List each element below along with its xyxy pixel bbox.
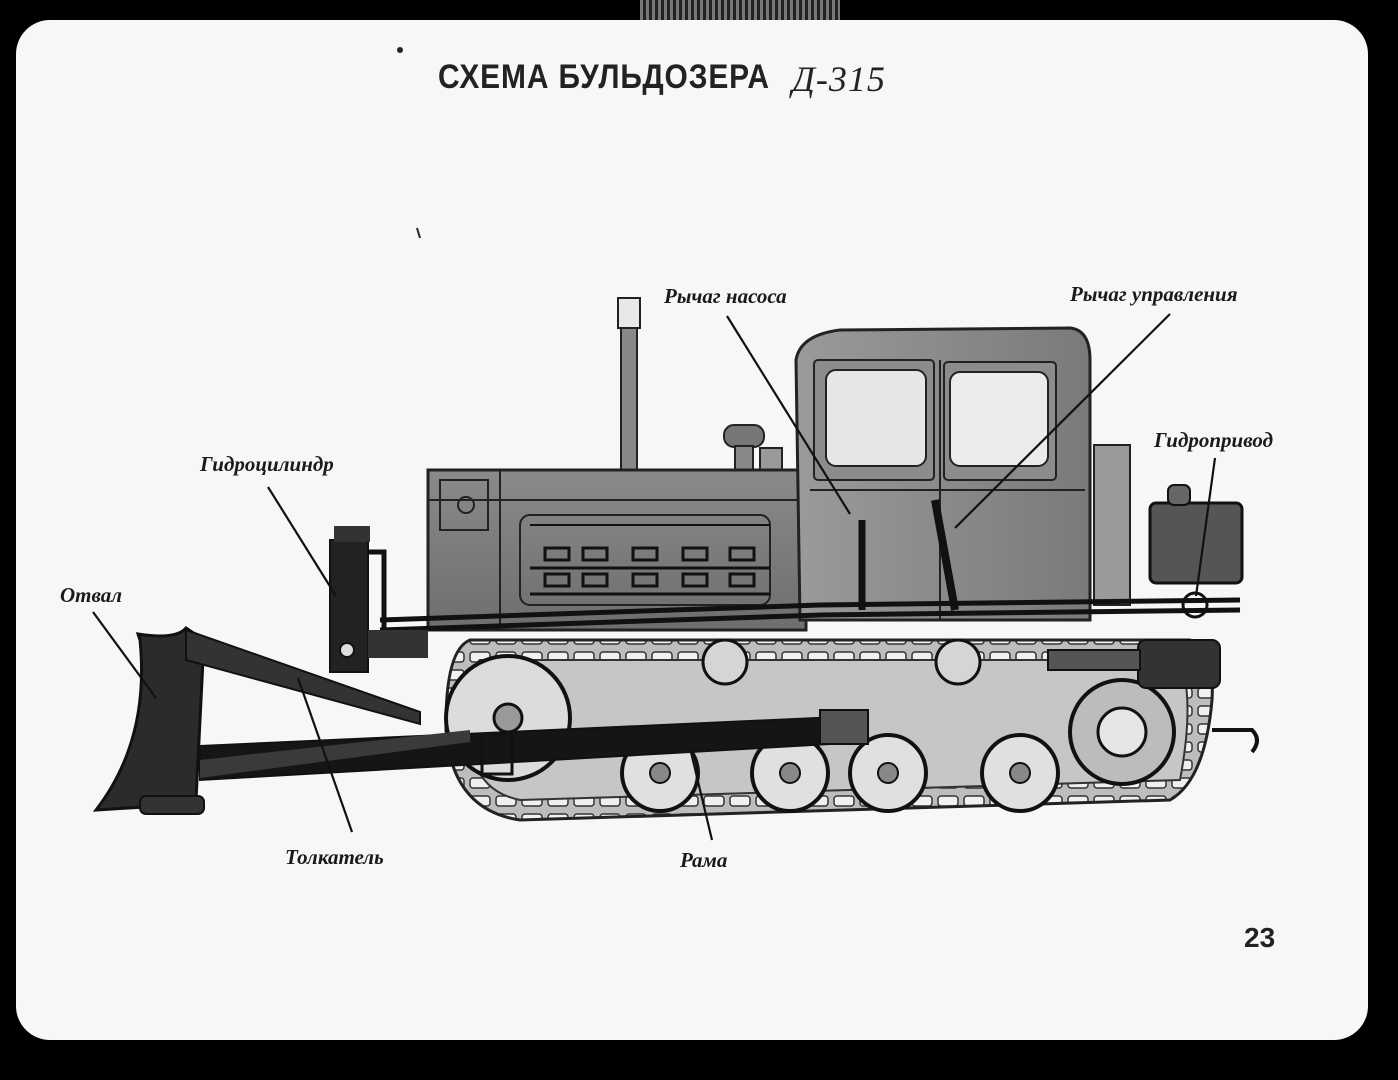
hydraulic-cylinder	[329, 526, 428, 673]
levers	[858, 499, 959, 611]
label-hydro-drive: Гидропривод	[1154, 428, 1273, 452]
title-main: СХЕМА БУЛЬДОЗЕРА	[438, 58, 770, 96]
label-pusher: Толкатель	[285, 845, 384, 869]
film-strip-edge	[640, 0, 840, 22]
exhaust-stack	[617, 297, 641, 477]
hydraulic-lines	[379, 597, 1241, 633]
hydraulic-tank	[1148, 484, 1244, 619]
speck	[416, 227, 421, 239]
blade	[92, 626, 206, 815]
label-pump-lever: Рычаг насоса	[664, 284, 787, 308]
speck	[397, 47, 403, 53]
operator-cab	[794, 326, 1131, 622]
track-assembly	[444, 638, 1214, 822]
leader-lines	[92, 313, 1217, 841]
rear-winch	[1047, 639, 1259, 754]
push-frame	[185, 628, 869, 782]
page-number: 23	[1244, 922, 1276, 953]
label-frame: Рама	[680, 848, 728, 872]
label-hydro-cylinder: Гидроцилиндр	[200, 452, 334, 476]
air-intake	[723, 424, 783, 477]
label-blade: Отвал	[60, 583, 123, 607]
label-control-lever: Рычаг управления	[1070, 282, 1238, 306]
title-model: Д-315	[792, 59, 886, 99]
engine-hood	[426, 468, 808, 632]
